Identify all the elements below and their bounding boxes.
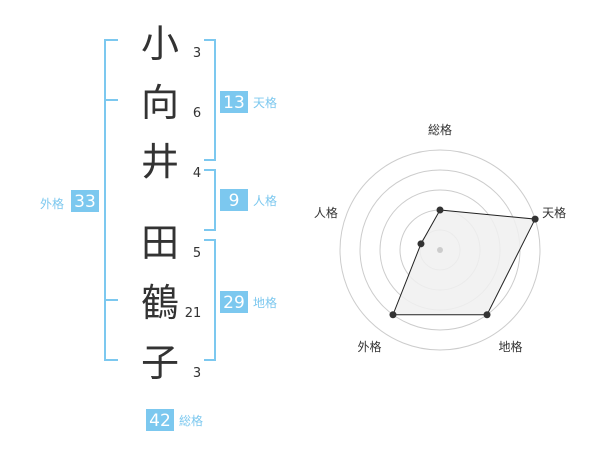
name-char-4: 田 xyxy=(141,221,179,265)
name-char-1: 小 xyxy=(141,22,179,66)
soukaku-value-box xyxy=(146,409,174,431)
gaikaku-value: 33 xyxy=(74,192,96,212)
radar-ring-5 xyxy=(339,149,541,351)
name-char-5: 鶴 xyxy=(141,281,179,325)
stroke-count-3: 4 xyxy=(193,166,201,181)
gaikaku-value-box xyxy=(71,190,99,212)
tenkaku-bracket xyxy=(204,39,216,161)
stroke-count-1: 3 xyxy=(193,46,201,61)
tenkaku-label: 天格 xyxy=(253,95,277,110)
gaikaku-badge: 外格 33 xyxy=(40,190,99,212)
radar-axis-label-2: 天格 xyxy=(542,205,566,220)
name-char-3: 井 xyxy=(141,140,179,184)
name-char-6: 子 xyxy=(141,341,179,385)
name-characters: 小 向 井 田 鶴 子 xyxy=(141,22,179,385)
chikaku-badge: 29 地格 xyxy=(220,291,277,313)
radar-axis-label-5: 人格 xyxy=(314,205,338,220)
stroke-count-6: 3 xyxy=(193,366,201,381)
radar-point-3 xyxy=(483,311,491,319)
radar-axis-label-3: 地格 xyxy=(499,339,523,354)
jinkaku-value: 9 xyxy=(229,191,240,211)
radar-point-4 xyxy=(389,311,397,319)
stroke-count-4: 5 xyxy=(193,246,201,261)
chikaku-bracket xyxy=(204,239,216,361)
chikaku-value-box xyxy=(220,291,248,313)
soukaku-badge: 42 総格 xyxy=(146,409,203,431)
radar-point-5 xyxy=(417,240,425,248)
stroke-counts: 3 6 4 5 21 3 xyxy=(185,46,202,381)
stroke-count-5: 21 xyxy=(185,306,202,321)
radar-point-2 xyxy=(531,215,539,223)
radar-area xyxy=(392,209,536,316)
gaikaku-label: 外格 xyxy=(40,196,64,211)
stroke-count-2: 6 xyxy=(193,106,201,121)
chikaku-label: 地格 xyxy=(253,295,277,310)
jinkaku-badge: 9 人格 xyxy=(220,189,277,211)
radar-axis-label-1: 総格 xyxy=(428,122,452,137)
tenkaku-value: 13 xyxy=(223,93,245,113)
radar-point-1 xyxy=(436,206,444,214)
jinkaku-value-box xyxy=(220,189,248,211)
radar-axis-label-4: 外格 xyxy=(357,339,381,354)
tenkaku-value-box xyxy=(220,91,248,113)
soukaku-value: 42 xyxy=(149,411,171,431)
soukaku-label: 総格 xyxy=(179,413,203,428)
radar-center xyxy=(437,247,443,253)
tenkaku-badge: 13 天格 xyxy=(220,91,277,113)
chikaku-value: 29 xyxy=(223,293,245,313)
name-char-2: 向 xyxy=(141,81,179,125)
jinkaku-bracket xyxy=(204,169,216,231)
jinkaku-label: 人格 xyxy=(253,193,277,208)
gaikaku-bracket xyxy=(104,39,118,361)
